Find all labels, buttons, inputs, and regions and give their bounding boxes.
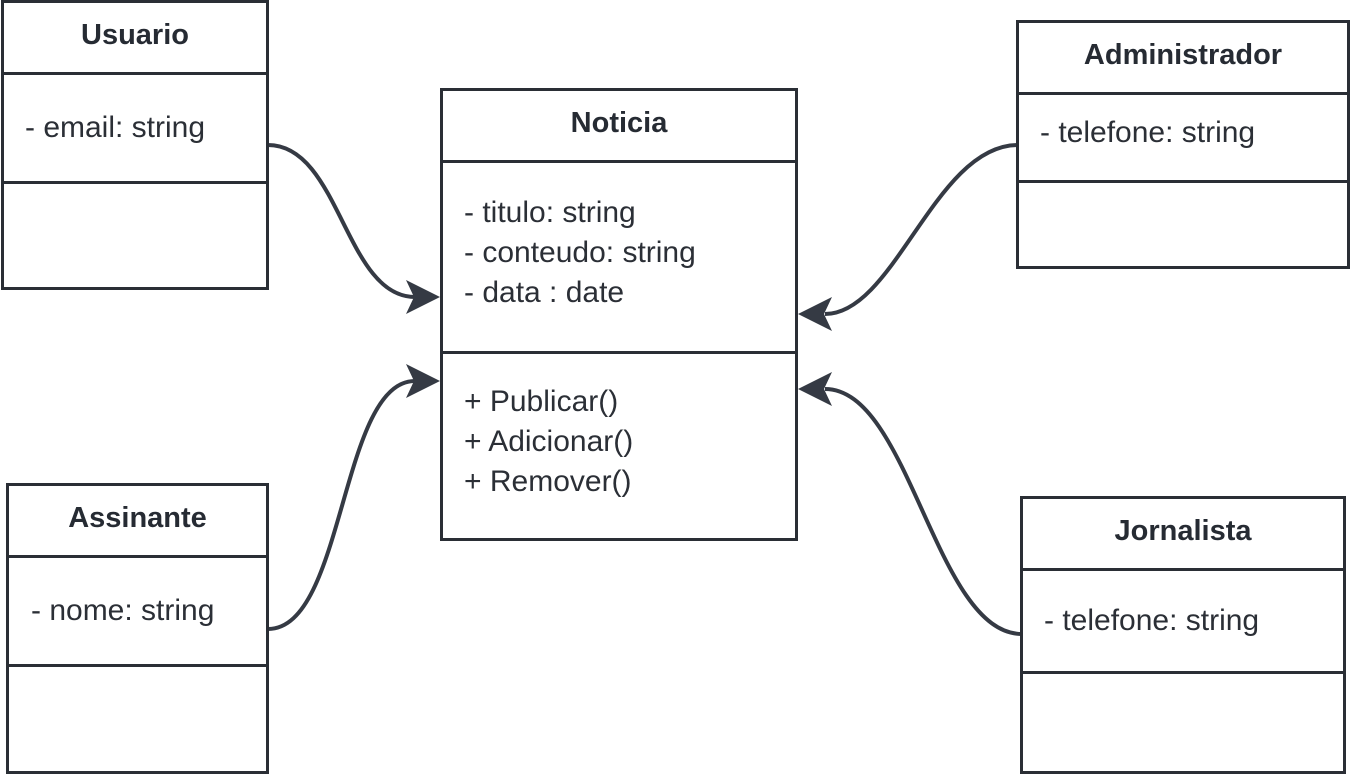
attribute-nome: - nome: string	[31, 594, 215, 627]
arrowhead-administrador-noticia	[798, 297, 832, 331]
attribute-telefone: - telefone: string	[1040, 116, 1256, 149]
attribute-email: - email: string	[25, 111, 206, 144]
attribute-titulo: - titulo: string	[464, 196, 636, 229]
arrowhead-usuario-noticia	[406, 280, 440, 314]
attribute-data: - data : date	[464, 276, 625, 309]
class-administrador-attributes: - telefone: string	[1019, 95, 1347, 183]
class-administrador[interactable]: Administrador - telefone: string	[1016, 20, 1350, 269]
method-remover: + Remover()	[464, 465, 632, 498]
attribute-conteudo: - conteudo: string	[464, 236, 696, 269]
connector-jornalista-noticia	[824, 387, 1023, 636]
connector-assinante-noticia	[267, 379, 416, 631]
class-jornalista-attributes: - telefone: string	[1023, 571, 1343, 674]
attribute-telefone: - telefone: string	[1044, 604, 1260, 637]
class-noticia-methods: + Publicar() + Adicionar() + Remover()	[443, 354, 795, 538]
class-jornalista[interactable]: Jornalista - telefone: string	[1020, 496, 1346, 774]
method-publicar: + Publicar()	[464, 385, 619, 418]
class-usuario-attributes: - email: string	[4, 75, 266, 184]
class-noticia[interactable]: Noticia - titulo: string - conteudo: str…	[440, 88, 798, 541]
class-assinante-attributes: - nome: string	[9, 558, 266, 667]
class-assinante[interactable]: Assinante - nome: string	[6, 483, 269, 774]
connector-administrador-noticia	[824, 143, 1019, 316]
class-jornalista-methods	[1023, 674, 1343, 771]
class-administrador-name: Administrador	[1019, 23, 1347, 95]
class-jornalista-name: Jornalista	[1023, 499, 1343, 571]
class-noticia-attributes: - titulo: string - conteudo: string - da…	[443, 163, 795, 354]
class-administrador-methods	[1019, 183, 1347, 266]
class-usuario-name: Usuario	[4, 3, 266, 75]
arrowhead-assinante-noticia	[406, 364, 440, 398]
class-assinante-methods	[9, 667, 266, 771]
class-usuario[interactable]: Usuario - email: string	[1, 0, 269, 290]
class-usuario-methods	[4, 184, 266, 287]
method-adicionar: + Adicionar()	[464, 425, 634, 458]
arrowhead-jornalista-noticia	[798, 372, 832, 406]
class-assinante-name: Assinante	[9, 486, 266, 558]
connector-usuario-noticia	[267, 143, 416, 299]
class-noticia-name: Noticia	[443, 91, 795, 163]
